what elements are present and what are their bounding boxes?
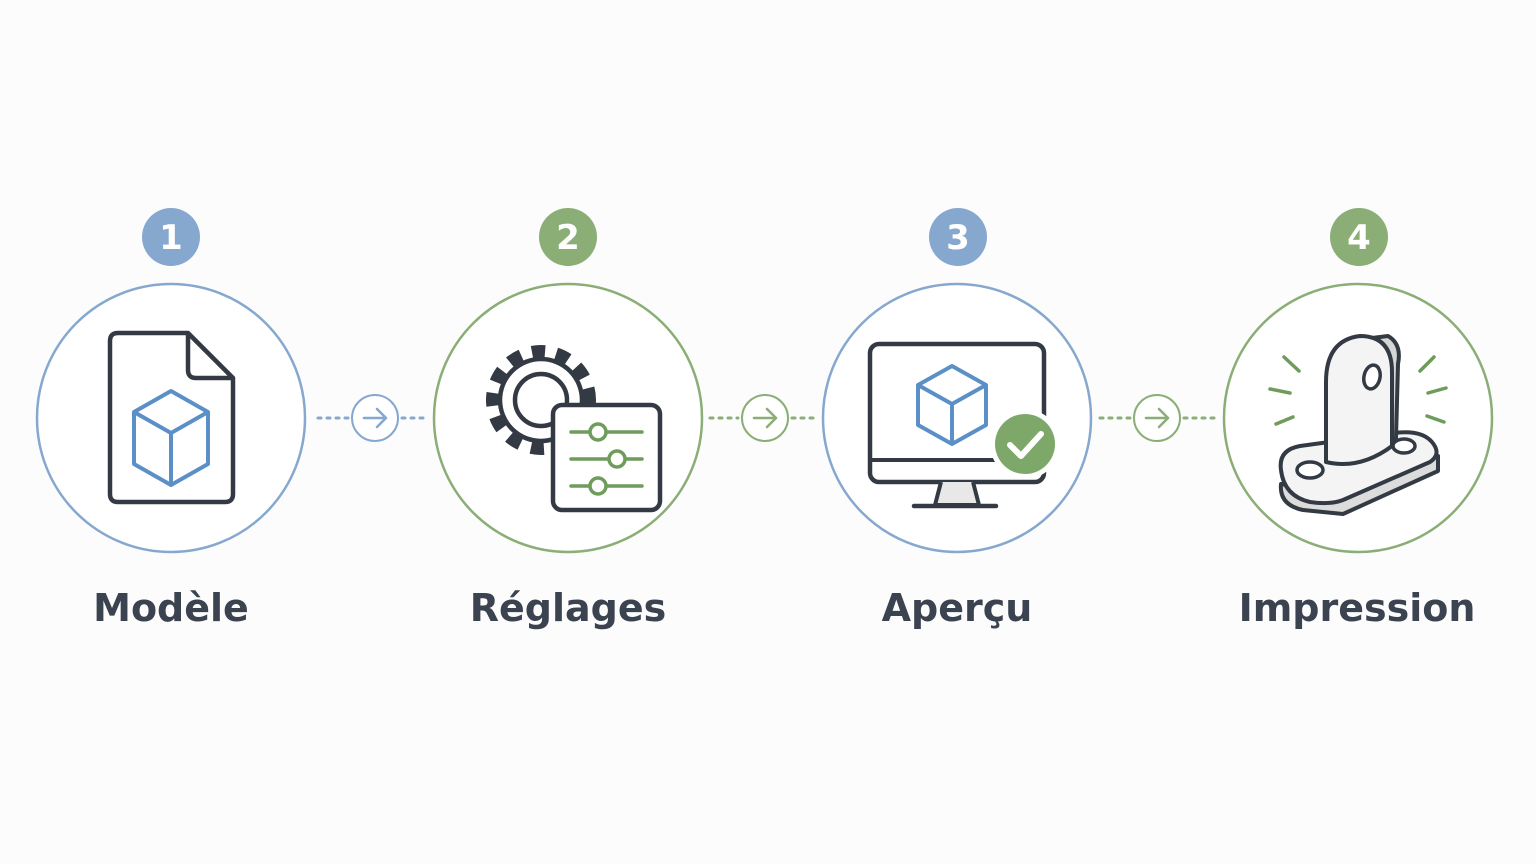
arrow-right-icon [1133, 394, 1181, 442]
step-badge: 3 [929, 208, 987, 266]
checkmark-icon [990, 409, 1060, 479]
step-label: Modèle [93, 586, 249, 630]
highlight-rays [1268, 355, 1448, 426]
step-label: Réglages [470, 586, 667, 630]
step-number: 4 [1347, 218, 1371, 258]
step-label: Impression [1239, 586, 1476, 630]
step-badge: 4 [1330, 208, 1388, 266]
gear-icon [486, 345, 596, 455]
sliders-panel-icon [550, 402, 663, 513]
connector-1-2 [316, 394, 428, 442]
arrow-right-icon [351, 394, 399, 442]
step-number: 2 [556, 218, 580, 258]
step-number: 3 [946, 218, 970, 258]
3d-model-file-icon [107, 330, 236, 505]
step-4: 4 Impression [1222, 208, 1494, 630]
connector-2-3 [708, 394, 816, 442]
step-badge: 2 [539, 208, 597, 266]
connector-3-4 [1098, 394, 1218, 442]
step-number: 1 [159, 218, 183, 258]
step-1: 1 Modèle [35, 208, 307, 630]
step-3: 3 Aperçu [821, 208, 1093, 630]
arrow-right-icon [741, 394, 789, 442]
settings-sliders-icon [486, 345, 663, 513]
monitor-preview-check-icon [867, 341, 1060, 509]
printed-bracket-part-icon [1268, 334, 1448, 516]
step-2: 2 Réglages [432, 208, 704, 630]
step-badge: 1 [142, 208, 200, 266]
step-label: Aperçu [882, 586, 1033, 630]
